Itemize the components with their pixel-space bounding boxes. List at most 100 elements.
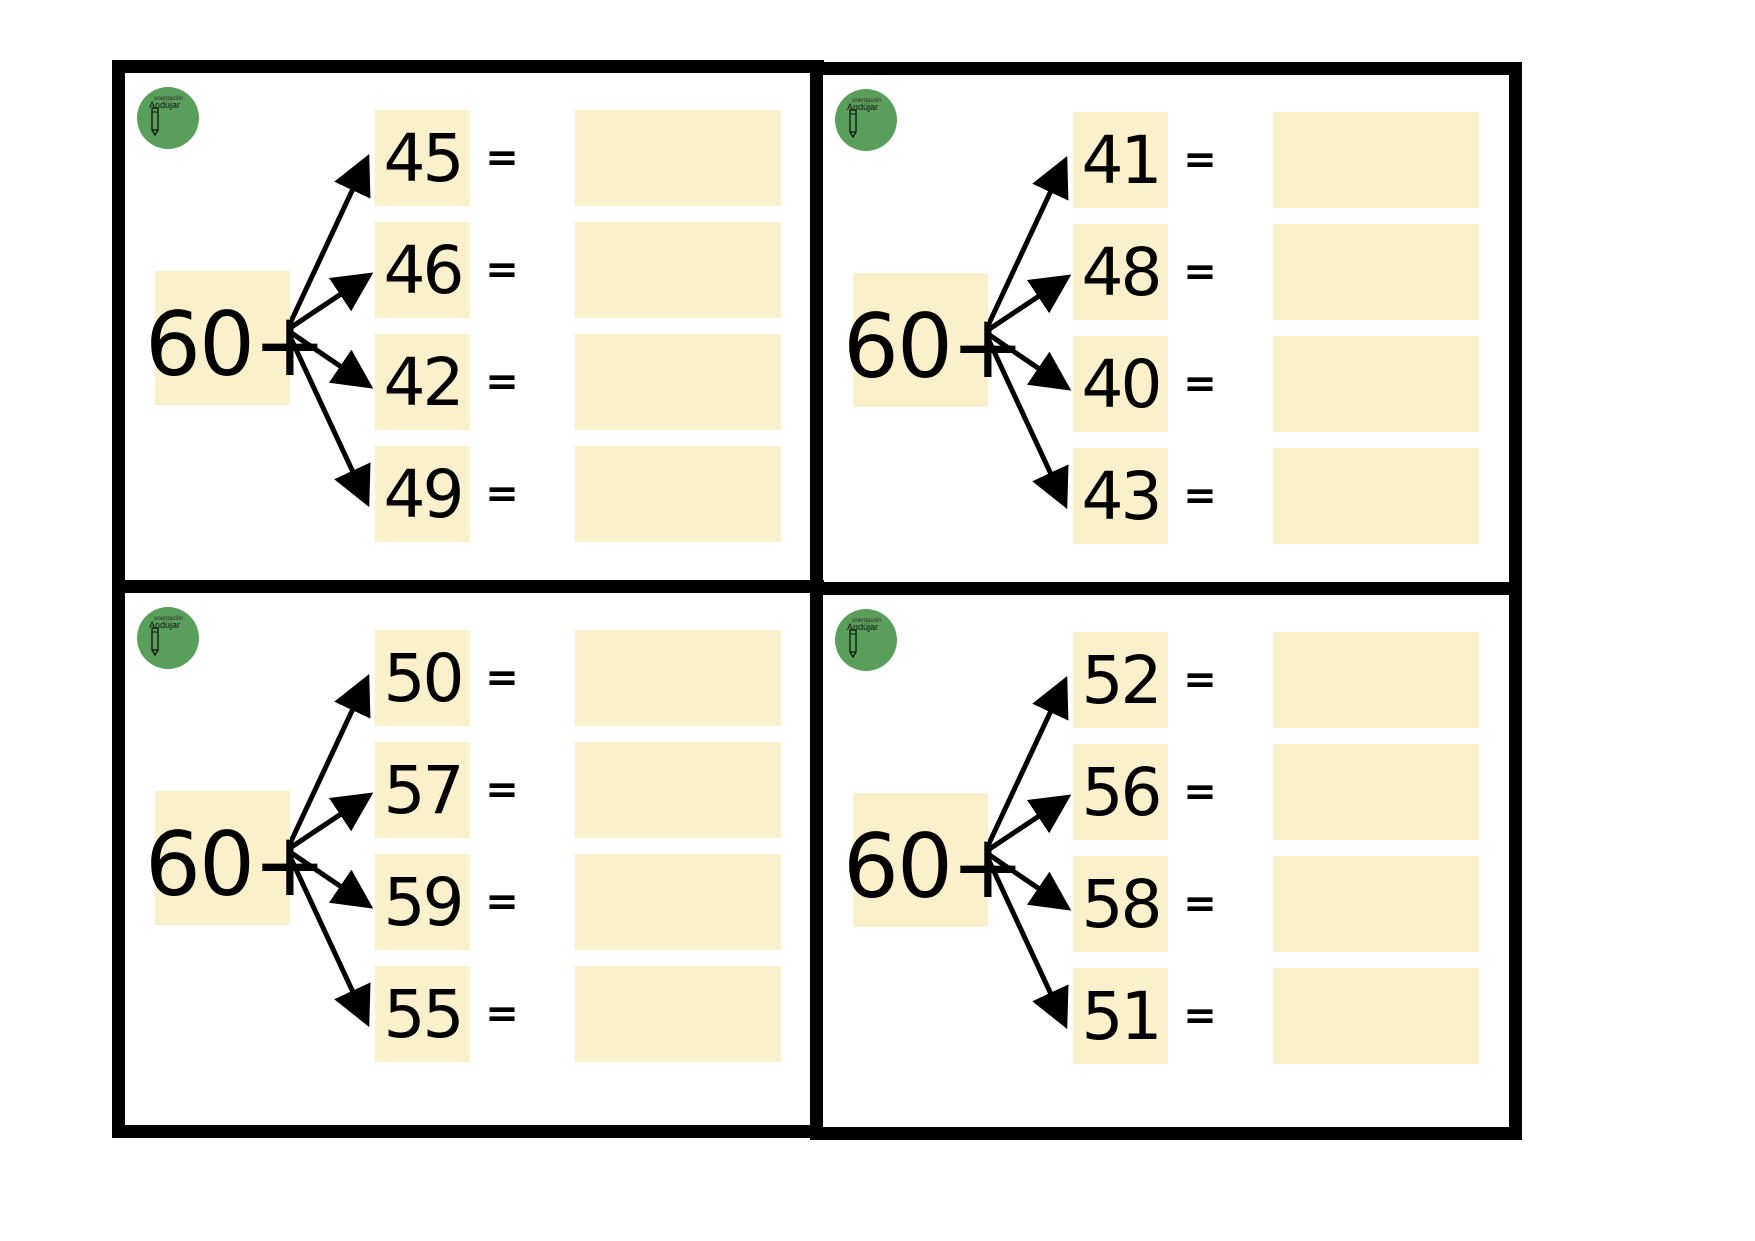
logo-text: Andújar — [847, 102, 879, 112]
exercise-card-3: orientación Andújar 60+ 50=57=59=55= — [112, 580, 824, 1138]
equals-sign: = — [1183, 249, 1217, 295]
arrow-4 — [284, 328, 371, 508]
base-number: 60+ — [843, 815, 1025, 918]
school-logo: orientación Andújar — [835, 89, 897, 151]
arrow-3 — [285, 327, 374, 389]
equals-sign: = — [485, 471, 519, 517]
addend-number: 42 — [383, 343, 465, 421]
equals-sign: = — [1183, 769, 1217, 815]
addend-number: 57 — [383, 751, 465, 829]
answer-box[interactable] — [575, 854, 781, 950]
pencil-icon — [849, 629, 857, 658]
addend-number: 46 — [383, 231, 465, 309]
base-number-box — [155, 271, 290, 405]
addend-box: 52 — [1073, 632, 1168, 728]
addend-number: 40 — [1081, 345, 1163, 423]
arrow-1 — [284, 673, 371, 852]
answer-box[interactable] — [1273, 744, 1479, 840]
addend-box: 51 — [1073, 968, 1168, 1064]
addend-box: 48 — [1073, 224, 1168, 320]
logo-subtext: orientación — [852, 618, 882, 624]
addend-box: 42 — [375, 334, 470, 430]
answer-box[interactable] — [575, 334, 781, 430]
school-logo: orientación Andújar — [137, 87, 199, 149]
answer-box[interactable] — [575, 446, 781, 542]
addend-box: 56 — [1073, 744, 1168, 840]
arrow-2 — [983, 794, 1072, 855]
logo-subtext: orientación — [154, 96, 184, 102]
addend-box: 43 — [1073, 448, 1168, 544]
addend-box: 59 — [375, 854, 470, 950]
arrow-3 — [285, 847, 374, 909]
arrow-2 — [983, 274, 1072, 335]
addend-box: 49 — [375, 446, 470, 542]
pencil-icon — [151, 627, 159, 656]
logo-subtext: orientación — [154, 616, 184, 622]
answer-box[interactable] — [575, 630, 781, 726]
base-number-box — [853, 793, 988, 927]
school-logo: orientación Andújar — [137, 607, 199, 669]
equals-sign: = — [1183, 361, 1217, 407]
addend-number: 50 — [383, 639, 465, 717]
arrow-4 — [284, 848, 371, 1028]
equals-sign: = — [485, 135, 519, 181]
addend-box: 55 — [375, 966, 470, 1062]
equals-sign: = — [1183, 881, 1217, 927]
logo-text: Andújar — [149, 100, 181, 110]
arrow-3 — [983, 329, 1072, 391]
arrow-1 — [284, 153, 371, 332]
equals-sign: = — [1183, 657, 1217, 703]
answer-box[interactable] — [1273, 336, 1479, 432]
arrows-diagram — [284, 153, 374, 508]
equals-sign: = — [485, 879, 519, 925]
addend-box: 41 — [1073, 112, 1168, 208]
addend-number: 59 — [383, 863, 465, 941]
logo-subtext: orientación — [852, 98, 882, 104]
base-number: 60+ — [145, 813, 327, 916]
addend-number: 43 — [1081, 457, 1163, 535]
base-number-box — [853, 273, 988, 407]
answer-box[interactable] — [1273, 112, 1479, 208]
answer-box[interactable] — [575, 966, 781, 1062]
addend-number: 58 — [1081, 865, 1163, 943]
addend-box: 45 — [375, 110, 470, 206]
answer-box[interactable] — [1273, 448, 1479, 544]
logo-text: Andújar — [149, 620, 181, 630]
answer-box[interactable] — [575, 110, 781, 206]
base-number-box — [155, 791, 290, 925]
base-number: 60+ — [843, 295, 1025, 398]
answer-box[interactable] — [1273, 632, 1479, 728]
addend-number: 48 — [1081, 233, 1163, 311]
answer-box[interactable] — [1273, 856, 1479, 952]
answer-box[interactable] — [575, 742, 781, 838]
arrow-2 — [285, 792, 374, 853]
arrows-diagram — [982, 155, 1072, 510]
addend-number: 52 — [1081, 641, 1163, 719]
addend-box: 50 — [375, 630, 470, 726]
addend-box: 57 — [375, 742, 470, 838]
equals-sign: = — [485, 359, 519, 405]
school-logo: orientación Andújar — [835, 609, 897, 671]
answer-box[interactable] — [1273, 968, 1479, 1064]
equals-sign: = — [1183, 993, 1217, 1039]
equals-sign: = — [1183, 137, 1217, 183]
equals-sign: = — [1183, 473, 1217, 519]
addend-number: 55 — [383, 975, 465, 1053]
arrow-4 — [982, 330, 1069, 510]
addend-number: 56 — [1081, 753, 1163, 831]
arrow-2 — [285, 272, 374, 333]
answer-box[interactable] — [575, 222, 781, 318]
answer-box[interactable] — [1273, 224, 1479, 320]
equals-sign: = — [485, 767, 519, 813]
addend-number: 41 — [1081, 121, 1163, 199]
arrow-1 — [982, 155, 1069, 334]
addend-box: 40 — [1073, 336, 1168, 432]
equals-sign: = — [485, 991, 519, 1037]
addend-box: 58 — [1073, 856, 1168, 952]
addend-number: 45 — [383, 119, 465, 197]
exercise-card-4: orientación Andújar 60+ 52 = 56 = 58 = 51 = — [810, 582, 1522, 1140]
arrow-1 — [982, 675, 1069, 854]
addend-box: 46 — [375, 222, 470, 318]
arrow-4 — [982, 850, 1069, 1030]
arrows-diagram — [982, 675, 1072, 1030]
